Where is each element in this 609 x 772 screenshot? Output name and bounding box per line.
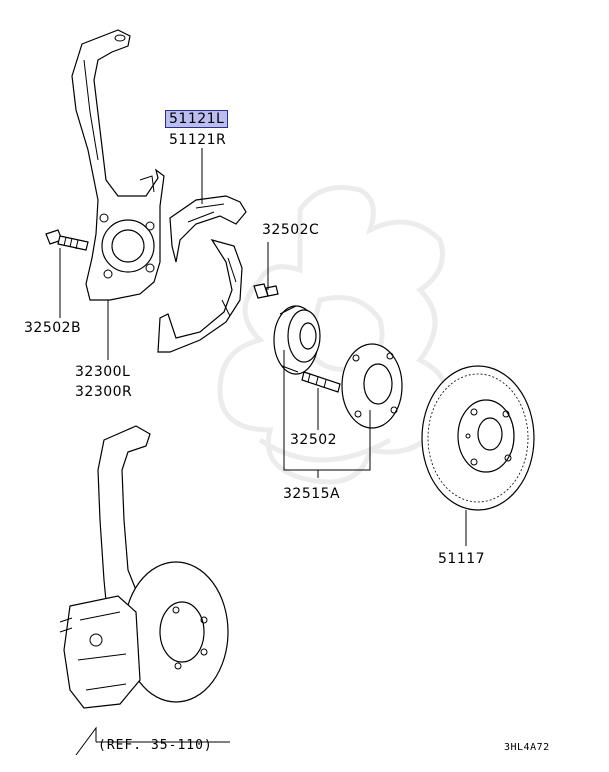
diagram-code: 3HL4A72 [504, 742, 550, 753]
part-label-51117[interactable]: 51117 [438, 551, 486, 567]
reference-label[interactable]: (REF. 35-110) [98, 738, 213, 753]
wheel-hub[interactable] [301, 343, 403, 429]
part-label-32502[interactable]: 32502 [290, 432, 338, 448]
leader-lines [59, 148, 467, 756]
part-label-51121r[interactable]: 51121R [169, 132, 227, 148]
assembled-view[interactable] [59, 425, 229, 709]
part-label-32300l[interactable]: 32300L [75, 364, 131, 380]
dust-shield[interactable] [157, 195, 247, 353]
hub-bearing[interactable] [273, 305, 321, 375]
part-label-32502b[interactable]: 32502B [24, 320, 82, 336]
brake-disc[interactable] [421, 365, 535, 511]
part-label-51121l[interactable]: 51121L [165, 110, 229, 128]
steering-knuckle[interactable] [71, 29, 165, 301]
bolt-32502b[interactable] [45, 229, 89, 251]
part-label-32515a[interactable]: 32515A [283, 486, 341, 502]
bolt-32502c[interactable] [253, 283, 279, 299]
part-label-32502c[interactable]: 32502C [262, 222, 320, 238]
part-label-32300r[interactable]: 32300R [75, 384, 133, 400]
